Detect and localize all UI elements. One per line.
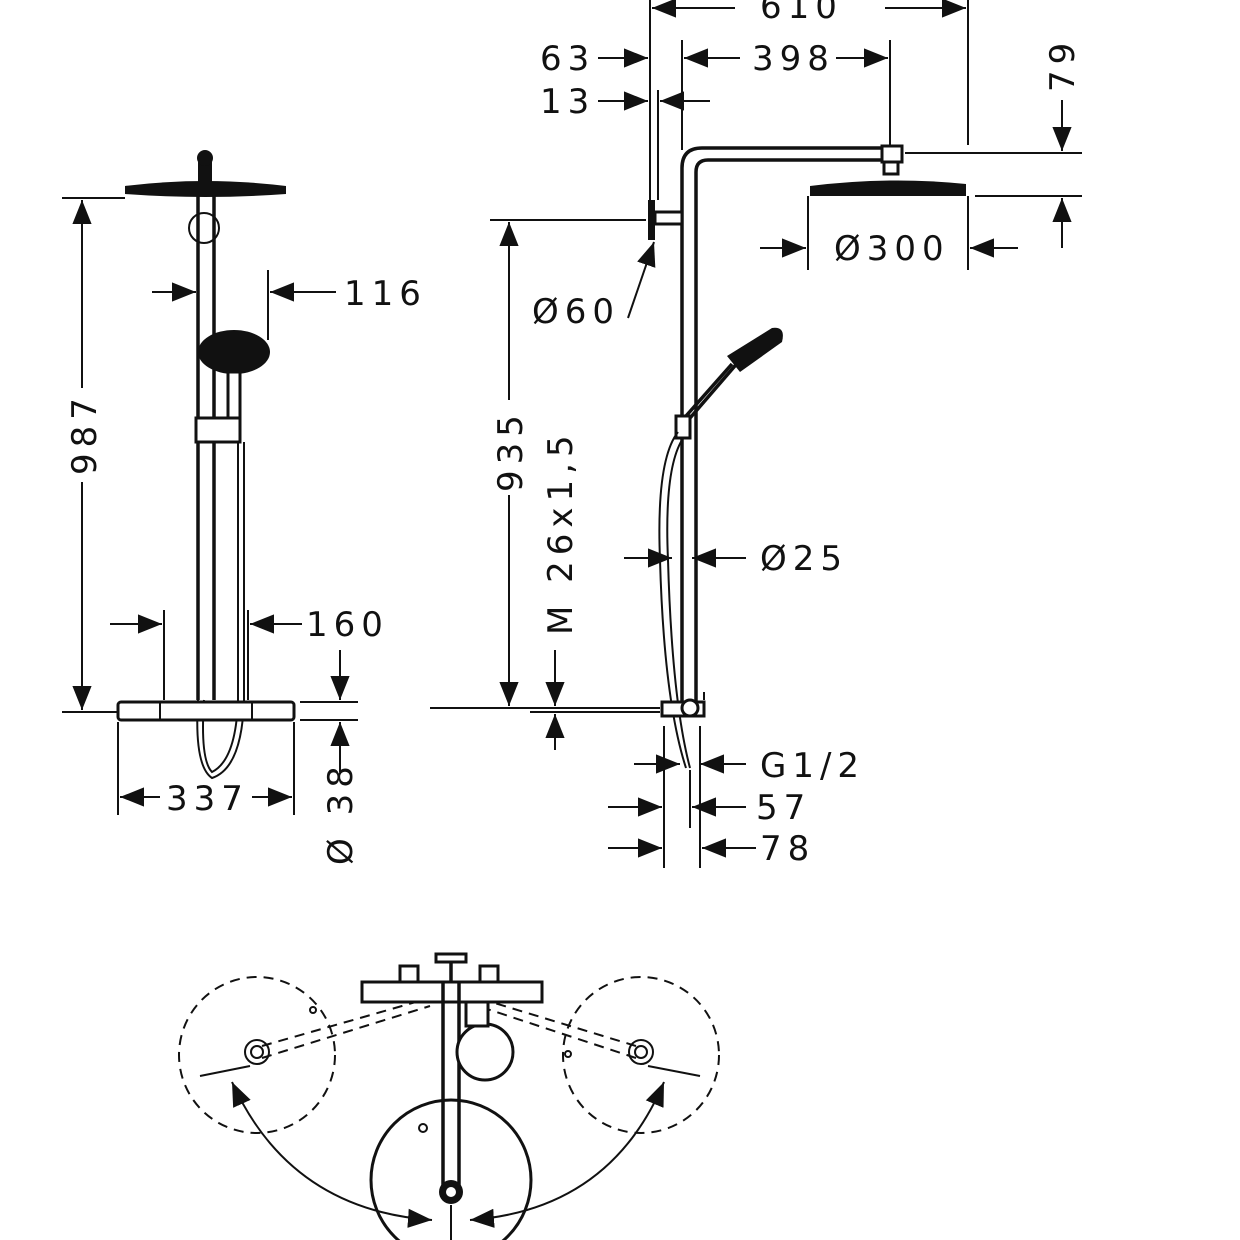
hose-front — [202, 442, 239, 774]
thermostat-side — [660, 692, 706, 718]
dim-rose-diameter: Ø60 — [532, 292, 620, 332]
dim-116: 116 — [344, 274, 427, 314]
thermostat-front — [116, 700, 296, 722]
overhead-shower-front — [125, 150, 286, 244]
hose-side — [658, 431, 687, 769]
dim-610: 610 — [760, 0, 843, 27]
dim-160: 160 — [306, 605, 389, 645]
swivel-range-left — [178, 976, 336, 1134]
dim-pipe-diameter: Ø25 — [760, 539, 848, 579]
dim-78: 78 — [760, 829, 815, 869]
dim-overhead-diameter: Ø300 — [834, 229, 950, 269]
dim-337: 337 — [166, 779, 249, 819]
dim-987: 987 — [65, 392, 105, 475]
swivel-range-right — [562, 976, 720, 1134]
dim-13: 13 — [540, 82, 595, 122]
hand-shower-front — [194, 330, 270, 444]
dim-thread: M 26x1,5 — [541, 429, 581, 635]
dim-79: 79 — [1043, 37, 1083, 92]
top-view — [178, 952, 720, 1240]
hand-shower-side — [674, 327, 783, 440]
shower-arm-side — [680, 144, 966, 232]
dim-935: 935 — [491, 409, 531, 492]
dim-inlet-thread: G1/2 — [760, 746, 865, 786]
dim-63: 63 — [540, 39, 595, 79]
dim-398: 398 — [752, 39, 835, 79]
thermostat-top — [360, 952, 544, 1004]
front-view: 987 116 160 337 Ø 38 — [62, 150, 427, 865]
dim-body-diameter: Ø 38 — [321, 760, 361, 865]
dim-57: 57 — [756, 788, 811, 828]
side-view: 610 63 398 13 79 — [430, 0, 1083, 869]
wall-bracket-side — [648, 200, 684, 240]
hand-shower-top — [455, 1022, 515, 1082]
